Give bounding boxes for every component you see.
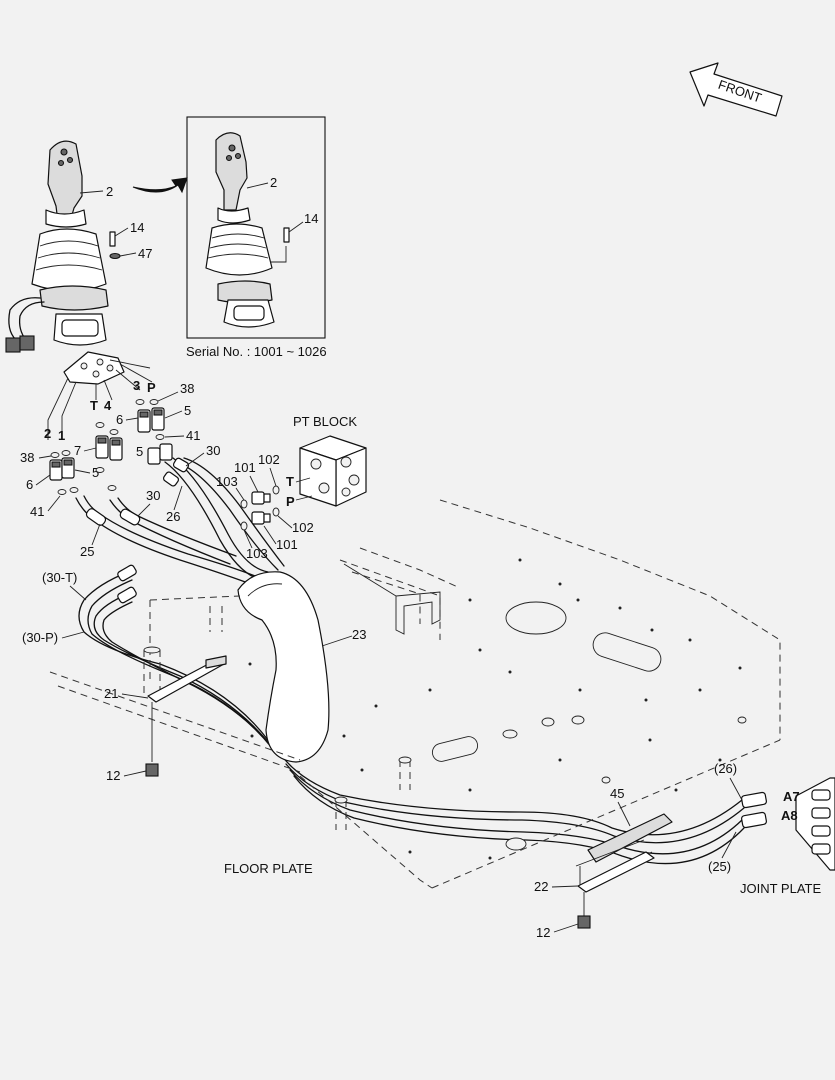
clamp-45: [587, 813, 673, 863]
main-joystick-icon: [5, 140, 109, 353]
callout-6a: 6: [116, 412, 123, 427]
callout-5c: 5: [136, 444, 143, 459]
callout-103b: 103: [246, 546, 268, 561]
callout-45: 45: [610, 786, 624, 801]
callout-25: 25: [80, 544, 94, 559]
callout-14a: 14: [130, 220, 144, 235]
callout-102a: 102: [258, 452, 280, 467]
callout-12a: 12: [106, 768, 120, 783]
pt-block-label: PT BLOCK: [293, 414, 357, 429]
callout-12b: 12: [536, 925, 550, 940]
callout-6b: 6: [26, 477, 33, 492]
hose-guard: [237, 571, 330, 763]
callout-21: 21: [104, 686, 118, 701]
floor-plate-label: FLOOR PLATE: [224, 861, 313, 876]
port-label-1: 1: [58, 428, 65, 443]
callout-30t: (30-T): [42, 570, 77, 585]
valve-center: [95, 435, 123, 461]
hydraulic-hoses: [75, 457, 767, 865]
callout-25b: (25): [708, 859, 731, 874]
callout-5a: 5: [184, 403, 191, 418]
pt-fitting-bottom: [240, 507, 280, 531]
callout-5b: 5: [92, 465, 99, 480]
port-label-2: 2: [44, 426, 51, 441]
callout-2b: 2: [270, 175, 277, 190]
callout-26b: (26): [714, 761, 737, 776]
port-label-3: 3: [133, 378, 140, 393]
inset-frame: [186, 116, 326, 339]
callout-22: 22: [534, 879, 548, 894]
callout-102b: 102: [292, 520, 314, 535]
port-label-p2: P: [147, 380, 156, 395]
serial-number-label: Serial No. : 1001 ~ 1026: [186, 344, 327, 359]
joystick-icon: [205, 132, 275, 328]
pt-fitting-top: [240, 485, 280, 509]
callout-101b: 101: [276, 537, 298, 552]
front-arrow-icon: FRONT: [689, 62, 783, 117]
port-label-a8: A8: [781, 808, 798, 823]
pt-block-icon: [299, 435, 367, 507]
callout-101a: 101: [234, 460, 256, 475]
port-label-a7: A7: [783, 789, 800, 804]
valve-left-1: [49, 457, 75, 481]
callout-30a: 30: [206, 443, 220, 458]
callout-38a: 38: [180, 381, 194, 396]
bracket-22: [577, 851, 655, 893]
callout-23: 23: [352, 627, 366, 642]
callout-26: 26: [166, 509, 180, 524]
floor-plate-icon: [49, 499, 781, 889]
callout-103a: 103: [216, 474, 238, 489]
mounting-plate: [63, 351, 125, 385]
callout-14b: 14: [304, 211, 318, 226]
callout-30b: 30: [146, 488, 160, 503]
callout-41a: 41: [186, 428, 200, 443]
callout-7: 7: [74, 443, 81, 458]
pt-port-t: T: [286, 474, 294, 489]
callout-30p: (30-P): [22, 630, 58, 645]
valve-right: [137, 407, 165, 433]
callout-38b: 38: [20, 450, 34, 465]
inset-pointer-arrow: [132, 177, 188, 194]
joint-plate-label: JOINT PLATE: [740, 881, 821, 896]
port-label-4: 4: [104, 398, 112, 413]
pt-port-p: P: [286, 494, 295, 509]
callout-41b: 41: [30, 504, 44, 519]
callout-47: 47: [138, 246, 152, 261]
port-label-t2: T: [90, 398, 98, 413]
joint-plate-icon: [795, 777, 835, 871]
callout-2a: 2: [106, 184, 113, 199]
